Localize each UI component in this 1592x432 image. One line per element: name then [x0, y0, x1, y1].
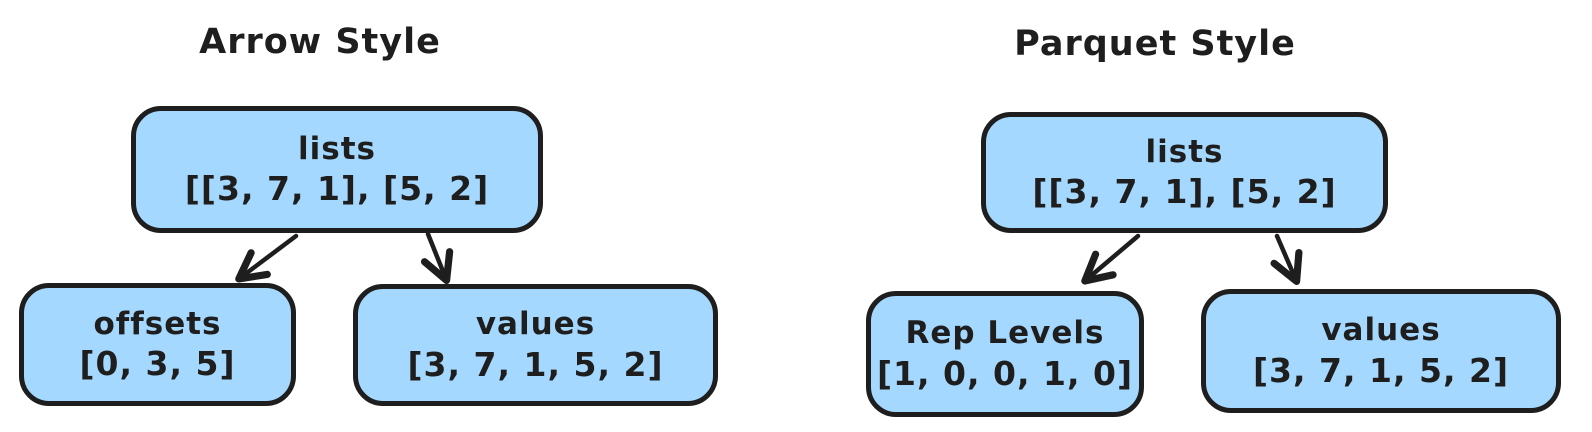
node-label: values [1321, 312, 1441, 348]
node-value: [1, 0, 0, 1, 0] [876, 353, 1134, 393]
node-values-parquet: values [3, 7, 1, 5, 2] [1201, 289, 1561, 413]
node-label: values [475, 306, 596, 342]
tree-title-parquet-style: Parquet Style [1014, 24, 1296, 64]
node-offsets: offsets [0, 3, 5] [19, 283, 296, 406]
arrow-lists-to-offsets [235, 233, 299, 283]
node-label: lists [298, 130, 376, 167]
node-label: lists [1145, 133, 1224, 170]
node-label: Rep Levels [905, 315, 1105, 351]
arrow-lists-to-values-parquet [1270, 233, 1303, 285]
arrow-lists-to-replevels [1081, 233, 1141, 285]
node-value: [[3, 7, 1], [5, 2] [184, 169, 490, 209]
node-values-arrow: values [3, 7, 1, 5, 2] [353, 284, 718, 406]
node-rep-levels: Rep Levels [1, 0, 0, 1, 0] [866, 291, 1144, 417]
node-value: [3, 7, 1, 5, 2] [1252, 350, 1510, 390]
node-lists-arrow: lists [[3, 7, 1], [5, 2] [131, 106, 543, 233]
arrow-lists-to-values-arrow [420, 231, 454, 284]
tree-title-arrow-style: Arrow Style [199, 22, 441, 62]
node-lists-parquet: lists [[3, 7, 1], [5, 2] [981, 112, 1388, 233]
node-value: [3, 7, 1, 5, 2] [407, 344, 664, 384]
node-label: offsets [93, 305, 222, 342]
node-value: [0, 3, 5] [79, 344, 236, 384]
node-value: [[3, 7, 1], [5, 2] [1032, 172, 1337, 212]
